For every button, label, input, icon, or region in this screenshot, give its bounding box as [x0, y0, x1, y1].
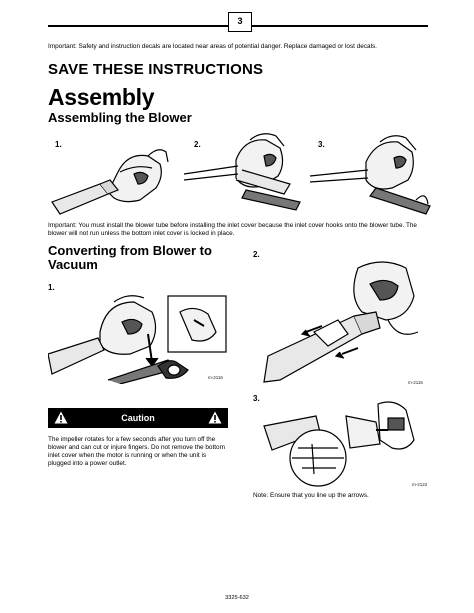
important-note-safety: Important: Safety and instruction decals… — [48, 43, 377, 50]
note-line-up-arrows: Note: Ensure that you line up the arrows… — [253, 492, 369, 499]
assembly-step-1-number: 1. — [55, 140, 62, 149]
footer-doc-number: 3325-632 — [225, 595, 249, 601]
warning-triangle-icon — [208, 411, 222, 424]
assembly-heading: Assembly — [48, 84, 155, 110]
save-instructions-heading: SAVE THESE INSTRUCTIONS — [48, 61, 264, 78]
caution-text: The impeller rotates for a few seconds a… — [48, 436, 225, 467]
caution-label: Caution — [121, 413, 155, 423]
warning-triangle-icon — [54, 411, 68, 424]
assembly-figure-1 — [51, 149, 169, 215]
convert-step-2-number: 2. — [253, 250, 260, 259]
figure-caption-m-2115: m-2115 — [408, 380, 423, 385]
assembly-figure-2 — [183, 133, 301, 211]
assembly-step-2-number: 2. — [194, 140, 201, 149]
figure-caption-m-2122: m-2122 — [412, 482, 428, 487]
page-number: 3 — [228, 12, 252, 32]
assembling-blower-heading: Assembling the Blower — [48, 110, 192, 125]
figure-caption-m-2116: m-2116 — [208, 375, 223, 380]
convert-figure-2 — [263, 261, 419, 383]
assembly-figure-3 — [309, 135, 431, 215]
convert-figure-3 — [263, 401, 415, 487]
convert-step-1-number: 1. — [48, 283, 55, 292]
important-note-inlet-cover: Important: You must install the blower t… — [48, 222, 417, 237]
convert-step-3-number: 3. — [253, 394, 260, 403]
convert-figure-1 — [48, 295, 227, 384]
assembly-step-3-number: 3. — [318, 140, 325, 149]
caution-banner: Caution — [48, 408, 228, 428]
converting-heading: Converting from Blower to Vacuum — [48, 243, 212, 272]
